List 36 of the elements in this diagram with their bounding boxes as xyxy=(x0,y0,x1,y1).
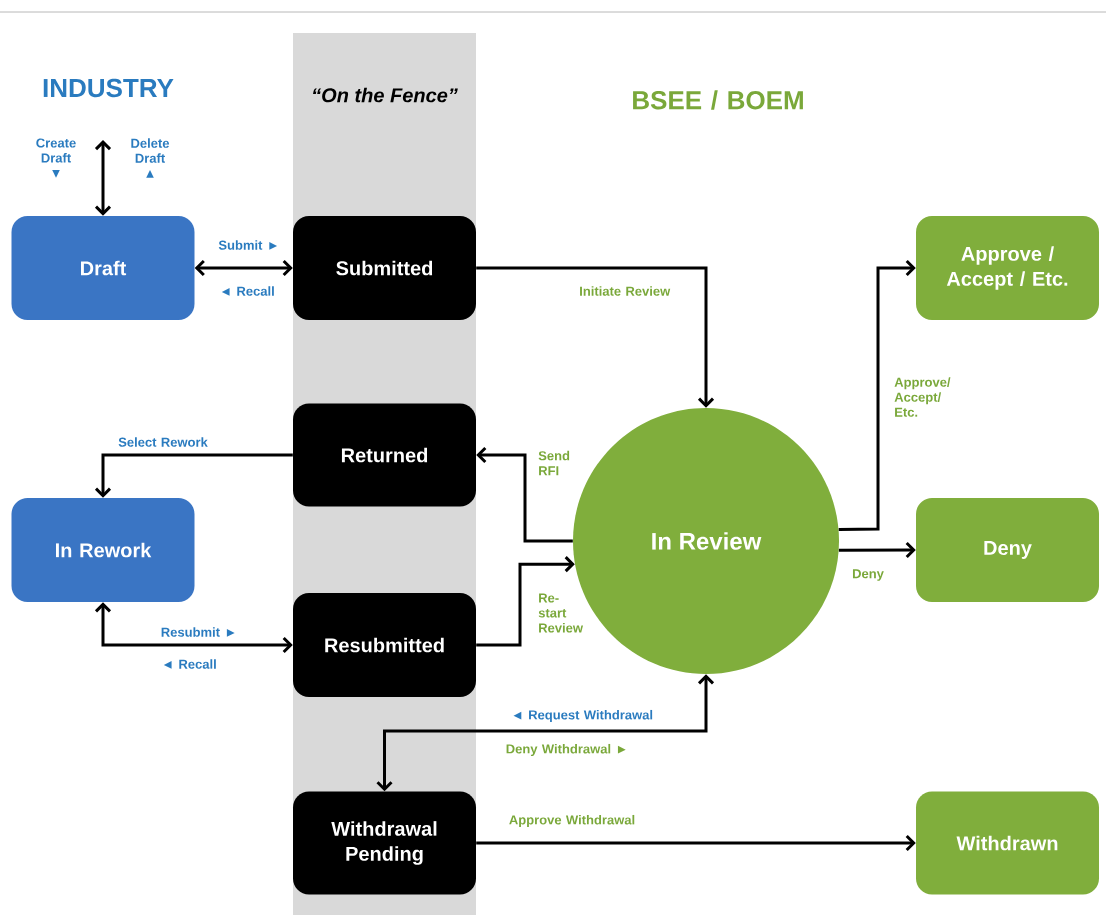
arrow xyxy=(838,259,916,531)
edge-label: Select Rework xyxy=(118,437,208,447)
arrow xyxy=(194,259,293,277)
arrow xyxy=(476,266,715,408)
state-box: Deny xyxy=(916,498,1099,602)
action-label: ◄ Request Withdrawal xyxy=(513,709,653,723)
state-box: Draft xyxy=(11,216,195,320)
state-box: Resubmitted xyxy=(293,593,476,697)
action-label: Resubmit ► xyxy=(161,627,235,637)
arrow xyxy=(476,446,573,543)
state-box: In Rework xyxy=(11,498,195,602)
action-label: Delete Draft ▲ xyxy=(131,138,170,178)
state-box: Withdrawal Pending xyxy=(293,791,476,895)
arrow xyxy=(476,834,916,852)
arrow xyxy=(94,453,293,498)
action-label: ◄ Recall xyxy=(163,659,216,669)
column-heading: INDUSTRY xyxy=(43,78,174,98)
edge-label: Deny xyxy=(853,569,884,581)
edge-label: Send RFI xyxy=(538,450,570,476)
state-box: Withdrawn xyxy=(916,791,1099,895)
state-box: Returned xyxy=(293,403,476,507)
edge-label: Approve Withdrawal xyxy=(509,814,635,828)
state-box: Submitted xyxy=(293,216,476,320)
edge-label: Initiate Review xyxy=(580,286,671,296)
action-label: Create Draft ▼ xyxy=(36,138,76,178)
action-label: ◄ Recall xyxy=(221,286,274,296)
arrow xyxy=(376,674,715,792)
arrow xyxy=(94,140,112,216)
column-heading: BSEE / BOEM xyxy=(633,90,803,110)
state-box: Approve / Accept / Etc. xyxy=(916,216,1099,320)
action-label: Deny Withdrawal ► xyxy=(506,743,626,757)
arrow xyxy=(838,541,916,559)
action-label: Submit ► xyxy=(218,240,278,250)
arrow xyxy=(94,602,293,654)
edge-label: Approve/ Accept/ Etc. xyxy=(894,377,951,417)
arrow xyxy=(476,556,575,647)
